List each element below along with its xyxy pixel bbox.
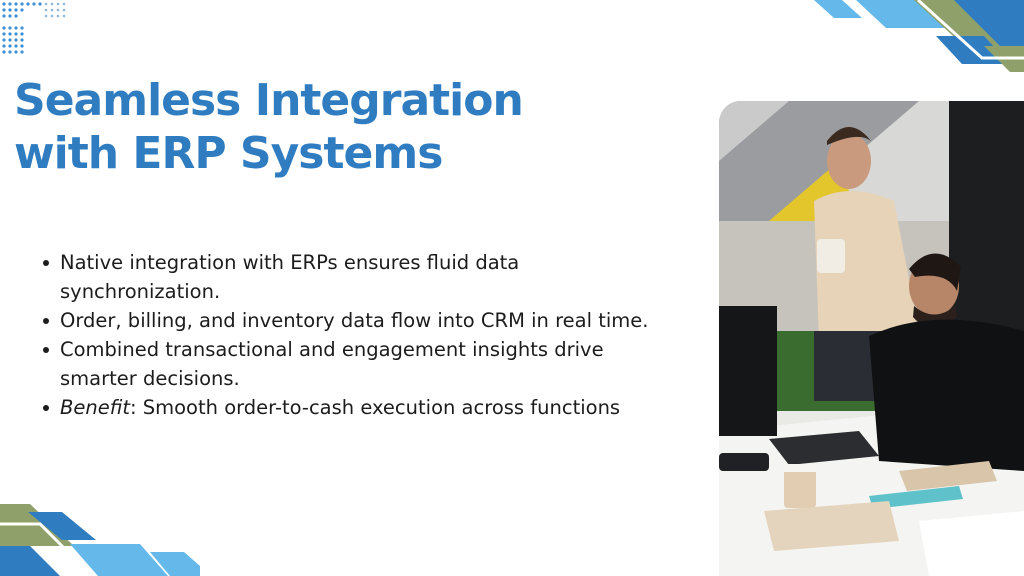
bullet-item: Combined transactional and engagement in…	[43, 335, 680, 393]
title-line-2: with ERP Systems	[14, 128, 443, 179]
slide-title: Seamless Integration with ERP Systems	[14, 74, 524, 180]
title-line-1: Seamless Integration	[14, 75, 524, 126]
bullet-list: Native integration with ERPs ensures flu…	[43, 248, 680, 422]
office-photo	[719, 101, 1024, 576]
bullet-item-benefit: Benefit: Smooth order-to-cash execution …	[43, 393, 680, 422]
benefit-text: : Smooth order-to-cash execution across …	[129, 396, 621, 419]
corner-stripes-top-right	[814, 0, 1024, 72]
bullet-text: Native integration with ERPs ensures flu…	[60, 251, 520, 303]
bullet-item: Order, billing, and inventory data flow …	[43, 306, 680, 335]
bullet-text: Combined transactional and engagement in…	[60, 338, 604, 390]
corner-stripes-bottom-left	[0, 504, 200, 576]
bullet-item: Native integration with ERPs ensures flu…	[43, 248, 680, 306]
bullet-text: Order, billing, and inventory data flow …	[60, 309, 649, 332]
dot-pattern-decoration	[2, 2, 66, 54]
benefit-label: Benefit	[60, 396, 130, 419]
